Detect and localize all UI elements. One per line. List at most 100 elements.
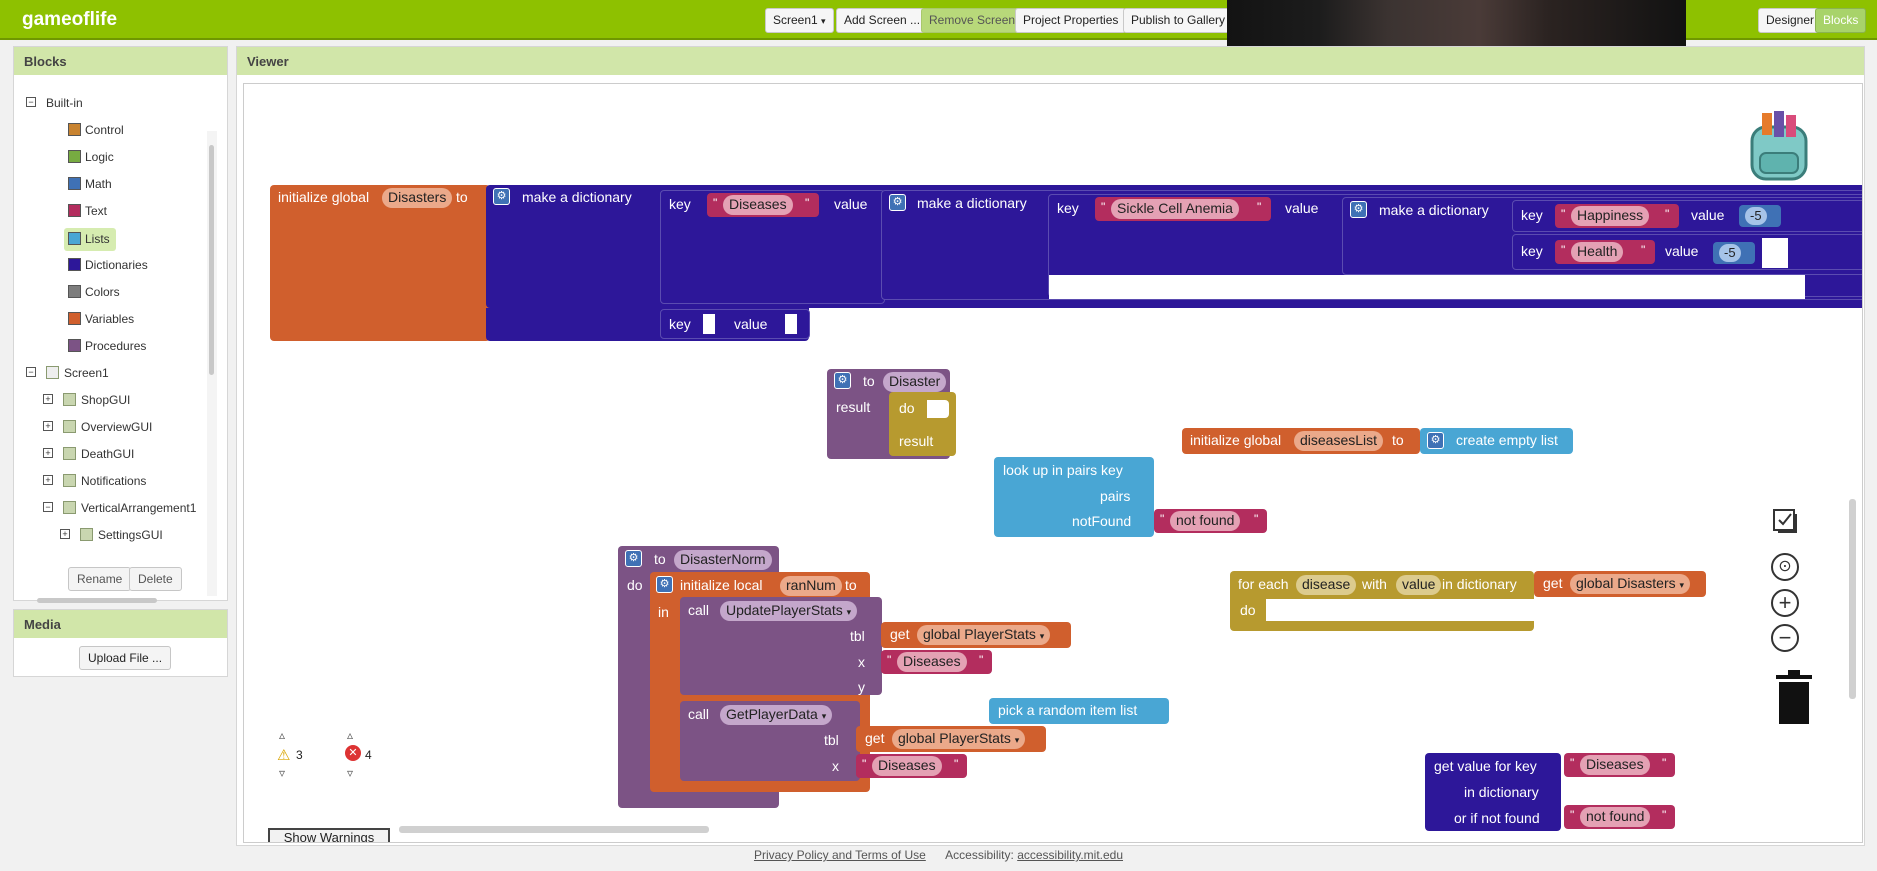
- create-empty-list-block[interactable]: ⚙ create empty list: [1420, 428, 1573, 454]
- trash-icon[interactable]: [1774, 669, 1814, 725]
- pair-block-health[interactable]: key " Health " value -5: [1512, 234, 1862, 270]
- workspace-vertical-scrollbar[interactable]: [1849, 499, 1856, 699]
- pair-block-diseases[interactable]: key " Diseases " value: [660, 190, 885, 304]
- tree-item-lists[interactable]: Lists: [64, 228, 116, 251]
- gear-icon[interactable]: ⚙: [1350, 201, 1367, 218]
- screen-select[interactable]: Screen1 ▾: [765, 8, 834, 33]
- add-screen-button[interactable]: Add Screen ...: [836, 8, 929, 33]
- empty-socket[interactable]: [785, 314, 797, 334]
- string-block-not-found-2[interactable]: " not found ": [1564, 805, 1675, 829]
- remove-screen-button[interactable]: Remove Screen: [921, 8, 1024, 33]
- loop-variable-field[interactable]: value: [1396, 575, 1442, 595]
- variable-name-field[interactable]: diseasesList: [1294, 431, 1384, 451]
- tree-horizontal-scrollbar[interactable]: [22, 595, 212, 605]
- gear-icon[interactable]: ⚙: [1427, 432, 1444, 449]
- zoom-in-icon[interactable]: +: [1771, 589, 1799, 617]
- procedure-name-field[interactable]: DisasterNorm: [674, 550, 772, 570]
- number-value[interactable]: -5: [1719, 244, 1741, 262]
- call-getplayerdata-block[interactable]: call GetPlayerData ▾ tbl x: [680, 701, 860, 781]
- init-global-disasters-block[interactable]: initialize global Disasters to: [270, 185, 490, 341]
- string-block-diseases-x[interactable]: " Diseases ": [881, 650, 992, 674]
- tree-vertical-thumb[interactable]: [209, 145, 214, 375]
- number-value[interactable]: -5: [1745, 207, 1767, 225]
- expand-icon[interactable]: +: [43, 448, 53, 458]
- tree-vertical-scrollbar[interactable]: [207, 131, 217, 596]
- string-block-sickle[interactable]: " Sickle Cell Anemia ": [1095, 197, 1271, 221]
- number-block[interactable]: -5: [1713, 242, 1755, 264]
- string-block-diseases[interactable]: " Diseases ": [707, 193, 819, 217]
- loop-variable-field[interactable]: disease: [1296, 575, 1357, 595]
- collapse-icon[interactable]: −: [26, 367, 36, 377]
- blocks-workspace[interactable]: initialize global Disasters to ⚙ make a …: [243, 83, 1863, 843]
- empty-socket[interactable]: [1049, 275, 1805, 299]
- variable-name-field[interactable]: Disasters: [382, 188, 453, 208]
- rename-button[interactable]: Rename: [68, 567, 132, 591]
- string-value[interactable]: Diseases: [723, 195, 793, 215]
- string-value[interactable]: not found: [1170, 511, 1241, 531]
- next-warning-icon[interactable]: ▿: [279, 766, 286, 780]
- accessibility-link[interactable]: accessibility.mit.edu: [1017, 848, 1124, 862]
- show-warnings-button[interactable]: Show Warnings: [268, 828, 390, 842]
- call-updateplayerstats-block[interactable]: call UpdatePlayerStats ▾ tbl x y: [680, 597, 882, 695]
- upload-file-button[interactable]: Upload File ...: [79, 646, 172, 670]
- empty-socket[interactable]: [703, 314, 715, 334]
- zoom-out-icon[interactable]: −: [1771, 624, 1799, 652]
- get-value-for-key-block[interactable]: get value for key in dictionary or if no…: [1425, 753, 1561, 831]
- empty-statement-slot[interactable]: [927, 400, 949, 418]
- string-value[interactable]: Diseases: [897, 652, 967, 672]
- delete-button[interactable]: Delete: [129, 567, 182, 591]
- string-value[interactable]: Diseases: [1580, 755, 1650, 775]
- local-variable-field[interactable]: ranNum: [780, 576, 842, 596]
- string-value[interactable]: Health: [1571, 242, 1624, 262]
- string-block-not-found[interactable]: " not found ": [1154, 509, 1267, 533]
- variable-dropdown[interactable]: global PlayerStats ▾: [917, 625, 1051, 645]
- string-value[interactable]: Sickle Cell Anemia: [1111, 199, 1239, 219]
- get-global-playerstats-block[interactable]: get global PlayerStats ▾: [881, 622, 1071, 648]
- gear-icon[interactable]: ⚙: [834, 372, 851, 389]
- tree-horizontal-thumb[interactable]: [37, 598, 157, 603]
- empty-socket[interactable]: [1762, 238, 1788, 268]
- procedure-dropdown[interactable]: UpdatePlayerStats ▾: [720, 601, 858, 621]
- blocks-button[interactable]: Blocks: [1815, 8, 1867, 33]
- variable-dropdown[interactable]: global Disasters ▾: [1570, 574, 1691, 594]
- string-value[interactable]: not found: [1580, 807, 1651, 827]
- number-block[interactable]: -5: [1739, 205, 1781, 227]
- get-global-playerstats-block-2[interactable]: get global PlayerStats ▾: [856, 726, 1046, 752]
- publish-gallery-button[interactable]: Publish to Gallery: [1123, 8, 1234, 33]
- variable-dropdown[interactable]: global PlayerStats ▾: [892, 729, 1026, 749]
- empty-statement-slot[interactable]: [1266, 599, 1534, 621]
- string-block-happiness[interactable]: " Happiness ": [1555, 204, 1679, 228]
- for-each-dict-block[interactable]: for each disease with value in dictionar…: [1230, 571, 1534, 631]
- privacy-link[interactable]: Privacy Policy and Terms of Use: [753, 848, 926, 862]
- prev-error-icon[interactable]: ▵: [347, 728, 354, 742]
- string-block-diseases-key[interactable]: " Diseases ": [1564, 753, 1675, 777]
- do-result-block[interactable]: do result: [889, 392, 956, 456]
- expand-icon[interactable]: +: [43, 475, 53, 485]
- string-value[interactable]: Diseases: [872, 756, 942, 776]
- string-block-diseases-x2[interactable]: " Diseases ": [856, 754, 967, 778]
- backpack-icon[interactable]: [1734, 109, 1824, 189]
- get-global-disasters-block[interactable]: get global Disasters ▾: [1534, 571, 1706, 597]
- gear-icon[interactable]: ⚙: [625, 550, 642, 567]
- prev-warning-icon[interactable]: ▵: [279, 728, 286, 742]
- gear-icon[interactable]: ⚙: [889, 194, 906, 211]
- collapse-icon[interactable]: −: [26, 97, 36, 107]
- string-value[interactable]: Happiness: [1571, 206, 1650, 226]
- expand-icon[interactable]: +: [60, 529, 70, 539]
- project-properties-button[interactable]: Project Properties: [1015, 8, 1127, 33]
- designer-button[interactable]: Designer: [1758, 8, 1823, 33]
- center-workspace-icon[interactable]: ⊙: [1771, 553, 1799, 581]
- pair-block-happiness[interactable]: key " Happiness " value -5: [1512, 200, 1862, 232]
- next-error-icon[interactable]: ▿: [347, 766, 354, 780]
- procedure-name-field[interactable]: Disaster: [883, 372, 947, 392]
- cleanup-icon[interactable]: [1770, 506, 1800, 536]
- expand-icon[interactable]: +: [43, 421, 53, 431]
- expand-icon[interactable]: +: [43, 394, 53, 404]
- gear-icon[interactable]: ⚙: [656, 576, 673, 593]
- collapse-icon[interactable]: −: [43, 502, 53, 512]
- pick-random-item-block[interactable]: pick a random item list: [989, 698, 1169, 724]
- gear-icon[interactable]: ⚙: [493, 188, 510, 205]
- lookup-in-pairs-block[interactable]: look up in pairs key pairs notFound: [994, 457, 1154, 537]
- workspace-horizontal-scrollbar[interactable]: [399, 826, 709, 833]
- init-global-diseaseslist-block[interactable]: initialize global diseasesList to: [1182, 428, 1420, 454]
